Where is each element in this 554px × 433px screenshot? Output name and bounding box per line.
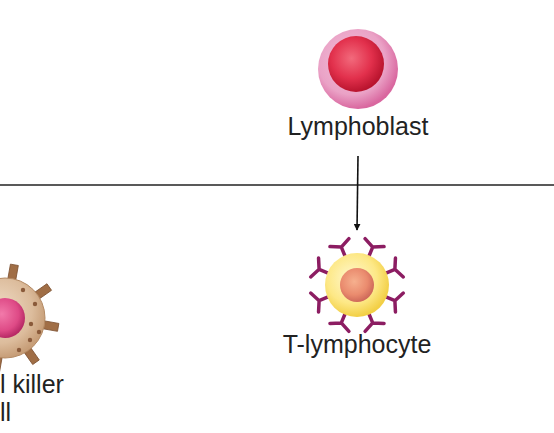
arrow-connector <box>357 156 358 230</box>
cell-granule <box>28 338 32 342</box>
cell-nucleus <box>328 36 384 92</box>
divider-line <box>0 184 554 186</box>
receptor-symbol <box>311 258 330 277</box>
receptor-symbol <box>330 313 349 332</box>
receptor-symbol <box>365 313 384 332</box>
cell-illustration <box>312 240 402 330</box>
natural-killer-cell: l killer ll <box>0 270 74 426</box>
receptor-symbol <box>385 293 404 312</box>
cell-nucleus <box>340 268 374 302</box>
cell-label: l killer ll <box>0 370 74 426</box>
cell-granule <box>17 348 21 352</box>
cell-granule <box>33 302 37 306</box>
cell-label: Lymphoblast <box>270 112 446 140</box>
cell-granule <box>37 330 41 334</box>
cell-illustration <box>315 26 401 112</box>
edge-layer <box>357 156 358 230</box>
cell-illustration <box>0 270 74 370</box>
cell-label: T-lymphocyte <box>272 330 442 358</box>
cell-membrane <box>325 253 389 317</box>
cell-granule <box>29 322 33 326</box>
lymphoblast-cell: Lymphoblast <box>270 26 446 140</box>
cell-nucleus <box>0 298 25 338</box>
receptor-symbol <box>385 258 404 277</box>
cell-membrane <box>318 29 398 109</box>
receptor-symbol <box>365 239 384 258</box>
receptor-symbol <box>311 293 330 312</box>
receptor-symbol <box>330 239 349 258</box>
cell-membrane <box>0 278 45 358</box>
cell-granule <box>21 288 25 292</box>
t-lymphocyte-cell: T-lymphocyte <box>272 240 442 358</box>
